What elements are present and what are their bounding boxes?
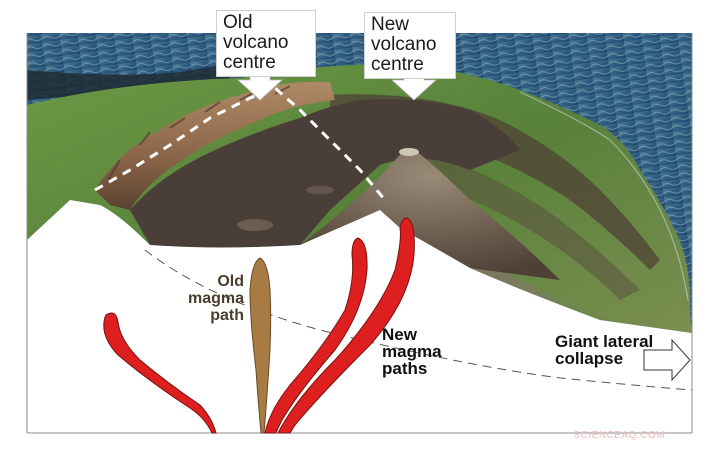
label-line: path bbox=[210, 307, 244, 324]
label-line: volcano bbox=[371, 34, 437, 55]
label-line: Old bbox=[217, 273, 244, 290]
label-line: magma bbox=[382, 342, 442, 361]
label-line: volcano bbox=[223, 32, 289, 53]
label-line: collapse bbox=[555, 349, 624, 368]
label-line: magma bbox=[187, 290, 244, 307]
new-volcano-centre-label: New volcano centre bbox=[364, 12, 456, 79]
magma-path-middle bbox=[264, 237, 368, 434]
old-volcano-centre-label: Old volcano centre bbox=[216, 10, 316, 77]
label-line: New bbox=[371, 14, 410, 35]
label-line: New bbox=[382, 325, 417, 344]
giant-lateral-collapse-label: Giant lateral collapse bbox=[555, 333, 653, 367]
label-line: centre bbox=[223, 52, 276, 73]
old-magma-path-label: Old magma path bbox=[168, 273, 244, 324]
caldera-rim bbox=[95, 81, 335, 210]
label-line: Giant lateral bbox=[555, 332, 654, 351]
magma-path-right bbox=[277, 217, 415, 434]
label-line: Old bbox=[223, 12, 253, 33]
label-line: paths bbox=[382, 359, 428, 378]
watermark: SCIENCEAQ.COM bbox=[573, 430, 665, 441]
label-line: centre bbox=[371, 54, 424, 75]
collapse-surface-line bbox=[144, 249, 693, 391]
new-magma-paths-label: New magma paths bbox=[382, 326, 442, 377]
old-magma-path bbox=[249, 257, 272, 434]
summit-crater bbox=[399, 148, 419, 156]
cross-section bbox=[26, 33, 693, 434]
caldera-floor bbox=[130, 99, 520, 248]
collapse-direction-arrow bbox=[643, 338, 691, 382]
new-magma-paths bbox=[103, 217, 415, 434]
volcano-cone bbox=[300, 148, 560, 280]
magma-path-left bbox=[103, 312, 217, 434]
